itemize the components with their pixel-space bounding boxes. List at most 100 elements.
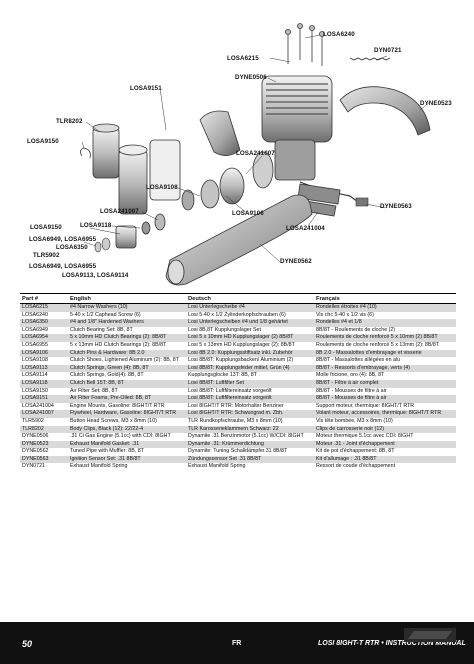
cell-part: LOSA241004 bbox=[20, 402, 68, 411]
tuned-pipe bbox=[165, 194, 313, 286]
callout-losa9108: LOSA9108 bbox=[146, 184, 178, 191]
cell-part: LOSA6949 bbox=[20, 326, 68, 335]
cell-deutsch: Zündungssensor Set .31 8B/8T bbox=[186, 455, 314, 464]
manifold-spring bbox=[349, 57, 391, 61]
cell-part: LOSA9151 bbox=[20, 395, 68, 403]
cell-deutsch: Losi 8B/8T: Luftfilter Set bbox=[186, 379, 314, 388]
cell-part: LOSA6955 bbox=[20, 341, 68, 350]
cell-english: Clutch Springs, Gold(4): 8B, 8T bbox=[68, 372, 186, 380]
page-footer: 50 FR LOSI 8IGHT-T RTR • INSTRUCTION MAN… bbox=[0, 622, 474, 664]
engine-block bbox=[252, 75, 333, 189]
callout-dyne0506: DYNE0506 bbox=[235, 74, 267, 81]
callout-losa9118: LOSA9118 bbox=[80, 222, 112, 229]
brand-logo-mark bbox=[404, 628, 456, 642]
leader-lines bbox=[81, 34, 431, 263]
cell-part: LOSA6954 bbox=[20, 334, 68, 342]
flywheel-clutch bbox=[94, 167, 245, 253]
callout-dyne0523: DYNE0523 bbox=[420, 100, 452, 107]
cell-francais: Moteur .31 - Joint d'échappement bbox=[314, 440, 456, 449]
callout-losa6350: LOSA6350 bbox=[56, 244, 88, 251]
cell-francais: Kit d'allumage : .31 8B/8T bbox=[314, 455, 456, 464]
cell-part: TLR8202 bbox=[20, 425, 68, 434]
cell-deutsch: Losi Unterlegscheiben #4 und 1/8 gehärte… bbox=[186, 319, 314, 327]
cell-francais: Support moteur, thermique: 8IGHT/T RTR bbox=[314, 402, 456, 411]
cell-part: DYNE0563 bbox=[20, 455, 68, 464]
cell-part: DYNE0523 bbox=[20, 440, 68, 449]
cell-english: Air Filter Set: 8B, 8T bbox=[68, 387, 186, 396]
cell-english: Clutch Bell 15T: 8B, 8T bbox=[68, 379, 186, 388]
head-screws bbox=[285, 23, 325, 66]
table-header-row: Part # English Deutsch Français bbox=[20, 293, 456, 304]
cell-deutsch: Exhaust Manifold Spring bbox=[186, 463, 314, 472]
callout-losa9151: LOSA9151 bbox=[130, 85, 162, 92]
language-code: FR bbox=[232, 640, 242, 647]
cell-part: LOSA241007 bbox=[20, 410, 68, 418]
cell-english: #4 and 1/8" Hardened Washers bbox=[68, 319, 186, 327]
cell-english: 5 x 13mm HD Clutch Bearings (2): 8B/8T bbox=[68, 341, 186, 350]
cell-english: Body Clips, Black (12): 22/22-4 bbox=[68, 425, 186, 434]
callout-losa241007-b: LOSA241007 bbox=[100, 208, 139, 215]
cell-francais: 8B/8T - Mousses de filtre à air bbox=[314, 387, 456, 396]
cell-francais: 8B/8T - Ressorts d'embrayage, verts (4) bbox=[314, 364, 456, 373]
cell-part: TLR5902 bbox=[20, 417, 68, 426]
cell-deutsch: Losi 5-40 x 1/2 Zylinderkopfschrauben (6… bbox=[186, 311, 314, 320]
header-deutsch: Deutsch bbox=[186, 293, 314, 304]
ignition-sensor bbox=[355, 197, 369, 207]
cell-deutsch: Losi 8IGHT/T RTR: Schwungrad m. Zbh. bbox=[186, 410, 314, 418]
air-filter-housing bbox=[92, 123, 181, 215]
cell-deutsch: Losi 8B,8T Kupplungslager Set bbox=[186, 326, 314, 335]
parts-table: Part # English Deutsch Français LOSA6215… bbox=[20, 293, 456, 472]
callout-losa241007-a: LOSA241007 bbox=[236, 150, 275, 157]
cell-francais: 8B/8T - Roulements de cloche (2) bbox=[314, 326, 456, 335]
callout-dyne0562: DYNE0562 bbox=[280, 258, 312, 265]
callout-losa9150-bottom: LOSA9150 bbox=[30, 224, 62, 231]
cell-deutsch: Losi 8IGHT/T RTR: Motorhalter Benziner bbox=[186, 402, 314, 411]
cell-deutsch: Losi 5 x 13mm HD Kupplungslager (2): 8B/… bbox=[186, 341, 314, 350]
cell-francais: Roulements de cloche renforcé 5 x 10mm (… bbox=[314, 334, 456, 342]
cell-deutsch: TLR Karosserieklammern Schwarz: 22 bbox=[186, 425, 314, 434]
callout-losa6215: LOSA6215 bbox=[227, 55, 259, 62]
cell-francais: Clips de carrosserie noir (12) bbox=[314, 425, 456, 434]
cell-english: Clutch Bearing Set: 8B, 8T bbox=[68, 326, 186, 335]
callout-losa9113-losa9114: LOSA9113, LOSA9114 bbox=[62, 272, 129, 279]
cell-deutsch: Losi Unterlegscheibe #4 bbox=[186, 303, 314, 312]
cell-francais: Vis chc 5-40 x 1/2 vis (6) bbox=[314, 311, 456, 320]
cell-part: DYNE0562 bbox=[20, 448, 68, 456]
callout-losa6240: LOSA6240 bbox=[323, 31, 355, 38]
cell-francais: Molle fricione, oro (4): 8B, 8T bbox=[314, 372, 456, 380]
cell-english: Engine Mounts, Gasoline: 8IGHT/T RTR bbox=[68, 402, 186, 411]
cell-english: Ignition Sensor Set: .31 8B/8T bbox=[68, 455, 186, 464]
cell-part: LOSA9108 bbox=[20, 357, 68, 365]
cell-deutsch: Dynamite: Tuning Schalldämpfer.31 8B/8T bbox=[186, 448, 314, 456]
cell-deutsch: Losi 8B 2.0: Kupplungsstiftsatz inkl. Zu… bbox=[186, 349, 314, 358]
cell-english: Button Head Screws, M3 x 8mm (10) bbox=[68, 417, 186, 426]
cell-part: LOSA9113 bbox=[20, 364, 68, 373]
cell-english: Air Filter Foams, Pre-Oiled: 8B, 8T bbox=[68, 395, 186, 403]
cell-francais: Ressort de coude d'échappement bbox=[314, 463, 456, 472]
cell-english: Tuned Pipe with Muffler: 8B, 8T bbox=[68, 448, 186, 456]
cell-english: Flywheel, Hardware, Gasoline: 8IGHT/T RT… bbox=[68, 410, 186, 418]
cell-francais: 8B 2.0 - Massalottes d'embrayage et viss… bbox=[314, 349, 456, 358]
cell-part: LOSA6240 bbox=[20, 311, 68, 320]
cell-part: LOSA6215 bbox=[20, 303, 68, 312]
cell-english: Exhaust Manifold Gasket: .31 bbox=[68, 440, 186, 449]
cell-francais: Volant moteur, accessoires, thermique: 8… bbox=[314, 410, 456, 418]
cell-deutsch: Losi 8B/8T: Kupplungsbacken/ Aluminium (… bbox=[186, 357, 314, 365]
cell-francais: Vis tête bombée, M3 x 8mm (10) bbox=[314, 417, 456, 426]
callout-losa241004: LOSA241004 bbox=[286, 225, 325, 232]
callout-losa6949-losa6955-b: LOSA6949, LOSA6955 bbox=[29, 263, 97, 270]
cell-francais: Kit de pot d'échappement: 8B, 8T bbox=[314, 448, 456, 456]
parts-table-body: LOSA6215#4 Narrow Washers (10)Losi Unter… bbox=[20, 303, 456, 472]
